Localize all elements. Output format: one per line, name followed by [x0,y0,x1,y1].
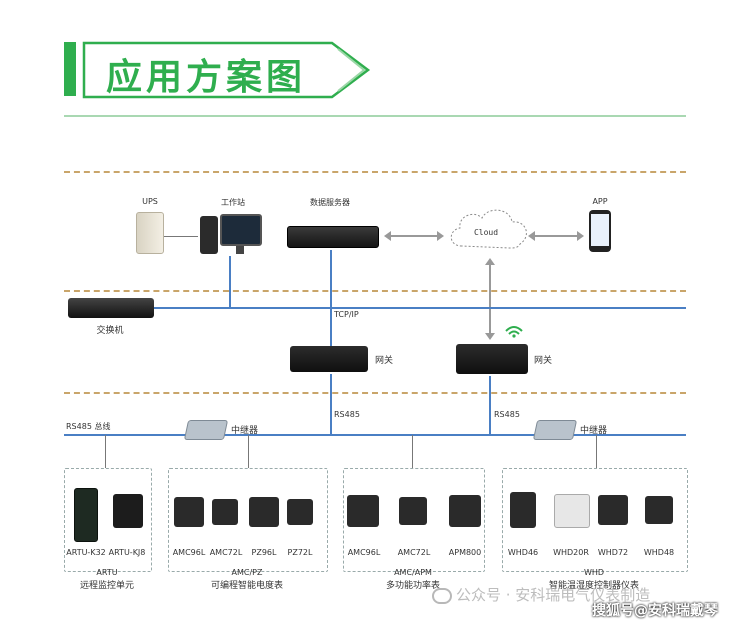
dashed-separator-lower [64,392,686,394]
artu-k32-label: ARTU-K32 [66,548,106,557]
dashed-separator-top [64,171,686,173]
apm800-image [449,495,481,527]
artu-kj8-label: ARTU-KJ8 [108,548,146,557]
amc-apm-subtitle: 多功能功率表 [385,581,441,591]
amc-pz-subtitle: 可编程智能电度表 [210,581,284,591]
ups-device [136,212,164,254]
wechat-watermark-icon [432,588,452,604]
repeater-left-device [183,420,229,440]
phone-device [589,210,611,252]
group-artu [64,468,152,572]
cloud-shape [450,209,527,249]
whd48-label: WHD48 [643,548,675,557]
amc72l-apm-image [399,497,427,525]
pz72l-label: PZ72L [287,548,313,557]
drop-group-2 [248,435,249,468]
workstation-stand [236,246,244,254]
page-title: 应用方案图 [106,57,307,98]
workstation-bus-link [229,256,231,307]
cloud-app-arrow [528,231,584,241]
amc72l-label: AMC72L [209,548,243,557]
rs485-bus [64,434,686,436]
ethernet-bus [154,307,686,309]
server-cloud-arrow [384,231,444,241]
whd72-label: WHD72 [597,548,629,557]
whd48-image [645,496,673,524]
wifi-icon [505,326,523,338]
cloud-gateway-arrow [485,258,495,340]
ups-label: UPS [142,197,158,206]
gateway-right-device [456,344,528,374]
rs485-right-label: RS485 [494,410,520,419]
server-device [287,226,379,248]
repeater-right-label: 中继器 [580,426,608,436]
pz72l-image [287,499,313,525]
amc96l-image [174,497,204,527]
tcpip-label: TCP/IP [334,310,359,319]
gateway-right-rs485-link [489,376,491,434]
gateway-left-device [290,346,368,372]
amc72l-apm-label: AMC72L [397,548,431,557]
app-label: APP [592,197,608,206]
server-bus-link [330,250,332,307]
whd20r-image [554,494,590,528]
header-underline [64,115,686,117]
pz96l-label: PZ96L [251,548,277,557]
drop-group-3 [412,435,413,468]
gateway-right-label: 网关 [534,356,553,366]
whd46-label: WHD46 [507,548,539,557]
amc-pz-title: AMC/PZ [231,568,263,577]
repeater-right-device [532,420,578,440]
group-amc-pz [168,468,328,572]
drop-group-4 [596,435,597,468]
artu-title: ARTU [96,568,118,577]
ups-workstation-link [164,236,198,237]
header-banner: 应用方案图 [64,40,371,100]
amc96l-label: AMC96L [172,548,206,557]
gateway-left-rs485-link [330,374,332,434]
cloud-label: Cloud [473,228,499,237]
whd46-image [510,492,536,528]
rs485-bus-label: RS485 总线 [66,422,111,431]
amc-apm-title: AMC/APM [394,568,432,577]
amc96l-apm-label: AMC96L [347,548,381,557]
apm800-label: APM800 [448,548,482,557]
header-accent-bar [64,42,76,96]
drop-group-1 [105,435,106,468]
pz96l-image [249,497,279,527]
whd72-image [598,495,628,525]
sohu-watermark: 搜狐号@安科瑞戴琴 [592,603,718,619]
wechat-watermark: 公众号 · 安科瑞电气仪表制造 [456,586,651,604]
group-whd [502,468,688,572]
workstation-label: 工作站 [221,198,245,207]
switch-label: 交换机 [96,326,124,336]
workstation-monitor [220,214,262,246]
artu-kj8-image [113,494,143,528]
amc72l-image [212,499,238,525]
artu-subtitle: 远程监控单元 [79,581,135,591]
workstation-tower [200,216,218,254]
gateway-left-label: 网关 [375,356,394,366]
phone-screen [591,214,609,246]
dashed-separator-middle [64,290,686,292]
whd20r-label: WHD20R [553,548,589,557]
switch-device [68,298,154,318]
repeater-left-label: 中继器 [231,426,259,436]
rs485-left-label: RS485 [334,410,360,419]
header-arrow-frame [82,41,371,99]
whd-title: WHD [583,568,605,577]
group-amc-apm [343,468,485,572]
amc96l-apm-image [347,495,379,527]
server-label: 数据服务器 [310,198,350,207]
gateway-left-uplink [330,307,332,347]
artu-k32-image [74,488,98,542]
whd-subtitle: 智能温湿度控制器仪表 [548,581,640,591]
